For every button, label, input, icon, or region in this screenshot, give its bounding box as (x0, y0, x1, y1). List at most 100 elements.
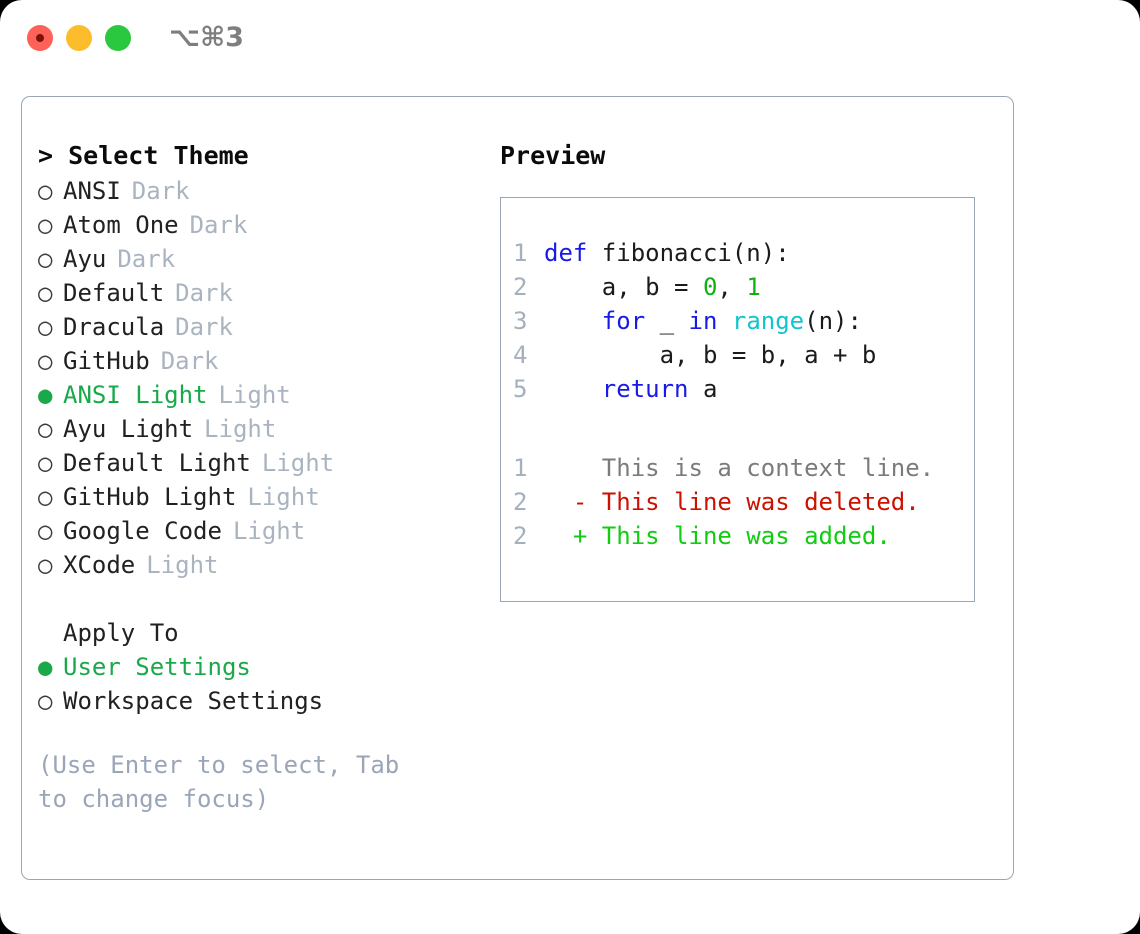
code-line-number: 5 (513, 375, 528, 403)
code-diff-gap (513, 406, 974, 451)
radio-unselected-icon: ○ (38, 211, 53, 239)
theme-option-ayu[interactable]: ○ Ayu Dark (38, 242, 488, 276)
theme-option-xcode[interactable]: ○ XCode Light (38, 548, 488, 582)
theme-option-github-light[interactable]: ○ GitHub Light Light (38, 480, 488, 514)
code-line-number: 1 (513, 239, 528, 267)
diff-line-number: 1 (513, 454, 528, 482)
theme-option-label: Google Code (63, 517, 222, 545)
theme-option-label: Ayu (63, 245, 107, 273)
theme-option-tag: Light (146, 551, 219, 579)
theme-option-tag: Light (204, 415, 277, 443)
theme-option-tag: Dark (160, 347, 219, 375)
theme-option-google-code[interactable]: ○ Google Code Light (38, 514, 488, 548)
radio-unselected-icon: ○ (38, 687, 53, 715)
apply-to-option-workspace-settings[interactable]: ○ Workspace Settings (38, 684, 488, 718)
theme-option-label: ANSI (63, 177, 121, 205)
theme-option-label: Atom One (63, 211, 179, 239)
radio-unselected-icon: ○ (38, 483, 53, 511)
diff-line: 2 - This line was deleted. (513, 485, 974, 519)
code-token-kw: for (601, 307, 646, 335)
diff-line-content: + This line was added. (544, 522, 891, 550)
radio-unselected-icon: ○ (38, 551, 53, 579)
apply-to-label: Apply To (63, 619, 179, 647)
code-token-id: (n): (804, 307, 862, 335)
diff-line-content: - This line was deleted. (544, 488, 920, 516)
code-token-id: a (688, 375, 718, 403)
code-token-id: _ (645, 307, 689, 335)
radio-unselected-icon: ○ (38, 517, 53, 545)
code-line-number: 4 (513, 341, 528, 369)
code-line-content: for _ in range(n): (544, 304, 862, 338)
code-token-num: 0 (702, 273, 718, 301)
keyboard-hint: (Use Enter to select, Tab to change focu… (38, 751, 400, 813)
apply-to-option-label: User Settings (63, 653, 251, 681)
apply-to-option-user-settings[interactable]: ● User Settings (38, 650, 488, 684)
code-line-number: 3 (513, 307, 528, 335)
radio-unselected-icon: ○ (38, 347, 53, 375)
diff-line: 1 This is a context line. (513, 451, 974, 485)
diff-line-number: 2 (513, 522, 528, 550)
radio-unselected-icon: ○ (38, 177, 53, 205)
radio-unselected-icon: ○ (38, 449, 53, 477)
theme-option-label: GitHub (63, 347, 150, 375)
theme-option-tag: Dark (175, 313, 233, 341)
theme-option-tag: Light (232, 517, 306, 545)
code-token-id (717, 307, 731, 335)
theme-option-tag: Dark (189, 211, 248, 239)
code-line: 2 a, b = 0, 1 (513, 270, 974, 304)
theme-option-dracula[interactable]: ○ Dracula Dark (38, 310, 488, 344)
maximize-button[interactable] (105, 25, 131, 51)
radio-selected-icon: ● (38, 653, 53, 681)
code-token-id: a, b = b, a + b (659, 341, 877, 369)
theme-option-label: Dracula (63, 313, 165, 341)
preview-title: Preview (500, 141, 606, 170)
radio-unselected-icon: ○ (38, 245, 53, 273)
window-controls (27, 25, 131, 51)
theme-option-tag: Dark (131, 177, 190, 205)
code-token-kw: def (544, 239, 588, 267)
code-line-number: 2 (513, 273, 528, 301)
apply-to-option-label: Workspace Settings (63, 687, 324, 715)
theme-option-tag: Light (247, 483, 320, 511)
theme-option-github[interactable]: ○ GitHub Dark (38, 344, 488, 378)
radio-unselected-icon: ○ (38, 313, 53, 341)
section-spacer (38, 582, 488, 616)
theme-option-ansi[interactable]: ○ ANSI Dark (38, 174, 488, 208)
code-token-id: fibonacci(n): (587, 239, 790, 267)
theme-option-tag: Light (261, 449, 335, 477)
title-bar: ⌥⌘3 (0, 0, 1140, 78)
code-line: 4 a, b = b, a + b (513, 338, 974, 372)
code-line: 3 for _ in range(n): (513, 304, 974, 338)
code-token-id: a, b = (601, 273, 703, 301)
keyboard-shortcut-label: ⌥⌘3 (169, 22, 244, 53)
diff-line: 2 + This line was added. (513, 519, 974, 553)
minimize-button[interactable] (66, 25, 92, 51)
code-line: 1 def fibonacci(n): (513, 236, 974, 270)
close-button[interactable] (27, 25, 53, 51)
theme-option-tag: Light (218, 381, 291, 409)
theme-option-tag: Dark (175, 279, 233, 307)
theme-option-tag: Dark (117, 245, 176, 273)
theme-option-label: GitHub Light (63, 483, 237, 511)
diff-line-content: This is a context line. (544, 454, 935, 482)
apply-to-list: ● User Settings ○ Workspace Settings (38, 650, 488, 718)
code-token-num: 1 (746, 273, 761, 301)
theme-option-label: XCode (63, 551, 136, 579)
diff-line-number: 2 (513, 488, 528, 516)
code-token-fn: range (731, 307, 805, 335)
code-line-content: return a (544, 372, 718, 406)
theme-option-atom-one[interactable]: ○ Atom One Dark (38, 208, 488, 242)
diff-block: 1 This is a context line.2 - This line w… (513, 451, 974, 553)
radio-unselected-icon: ○ (38, 279, 53, 307)
code-token-id: , (717, 273, 747, 301)
code-token-kw: in (688, 307, 718, 335)
